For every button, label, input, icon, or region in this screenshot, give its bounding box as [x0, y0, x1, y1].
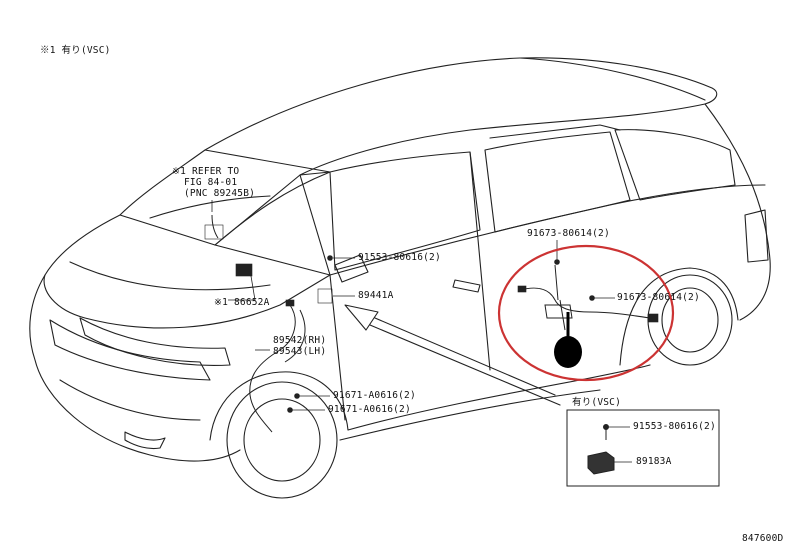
front-wheel: [226, 381, 338, 499]
roof-outline: [204, 57, 718, 176]
yaw-sensor-box: [235, 263, 253, 277]
label-91671-a: 91671-A0616(2): [333, 390, 416, 401]
inset-module: [587, 451, 615, 475]
vsc-note: ※1 有り(VSC): [40, 45, 111, 56]
front-wheel-arch: [209, 371, 349, 441]
label-86652a: ※1 86652A: [214, 297, 270, 308]
sliding-door-window: [484, 131, 631, 233]
figure-id: 847600D: [742, 533, 784, 544]
refer-line-3: (PNC 89245B): [184, 188, 256, 199]
dashboard: [149, 195, 271, 219]
front-sensor-wire: [249, 304, 296, 433]
steering-sensor: [204, 224, 224, 240]
front-window: [329, 151, 481, 271]
quarter-window: [614, 129, 736, 201]
connector-front: [285, 299, 295, 307]
rear-harness: [519, 287, 651, 319]
front-sensor-wire-2: [284, 309, 306, 363]
hood-outline: [43, 214, 331, 329]
refer-line-1: ※1 REFER TO: [172, 166, 240, 177]
marker-dot: [554, 336, 582, 368]
rear-wheel-arch: [619, 267, 739, 366]
roof-sensor-wire: [211, 214, 219, 239]
bolt-top: [327, 255, 333, 261]
inset-frame: [566, 409, 720, 487]
harness-group: [211, 214, 651, 433]
refer-line-2: FIG 84-01: [184, 177, 238, 188]
label-89441a: 89441A: [358, 290, 394, 301]
label-91553-top: 91553-80616(2): [358, 252, 441, 263]
leader-arrowhead: [344, 304, 379, 331]
rocker-line: [339, 389, 601, 441]
hood-crease: [69, 261, 271, 291]
lower-intake: [59, 379, 201, 421]
leader-lines: [211, 200, 615, 411]
inset-title: 有り(VSC): [572, 397, 621, 408]
front-fascia: [29, 274, 241, 462]
label-89542: 89542(RH): [273, 335, 327, 346]
sensor-bracket: [544, 304, 573, 319]
rear-connector-left: [517, 285, 527, 293]
door-handle: [452, 279, 481, 293]
front-door: [299, 174, 346, 421]
label-91671-b: 91671-A0616(2): [328, 404, 411, 415]
inset-parts: [587, 424, 632, 475]
highlight-circle: [497, 244, 675, 382]
rear-harness-2: [554, 264, 566, 331]
label-91673-right: 91673-80614(2): [617, 292, 700, 303]
label-89543: 89543(LH): [273, 346, 327, 357]
sliding-door-track: [489, 124, 621, 139]
front-wheel-hub: [243, 398, 321, 482]
inset-part-label: 89183A: [636, 456, 672, 467]
b-pillar: [469, 151, 491, 371]
tail-lamp: [744, 209, 769, 263]
fog-lamp: [124, 431, 166, 450]
rear-end: [704, 103, 771, 321]
rear-wheel-hub: [661, 287, 719, 353]
label-91673-top: 91673-80614(2): [527, 228, 610, 239]
headlight: [79, 317, 231, 366]
bracket-89441a: [317, 288, 333, 304]
grille: [49, 319, 211, 381]
roof-rail: [519, 57, 706, 101]
leader-arrow: [369, 317, 561, 406]
inset-bolt-label: 91553-80616(2): [633, 421, 716, 432]
rear-connector-right: [647, 313, 659, 323]
